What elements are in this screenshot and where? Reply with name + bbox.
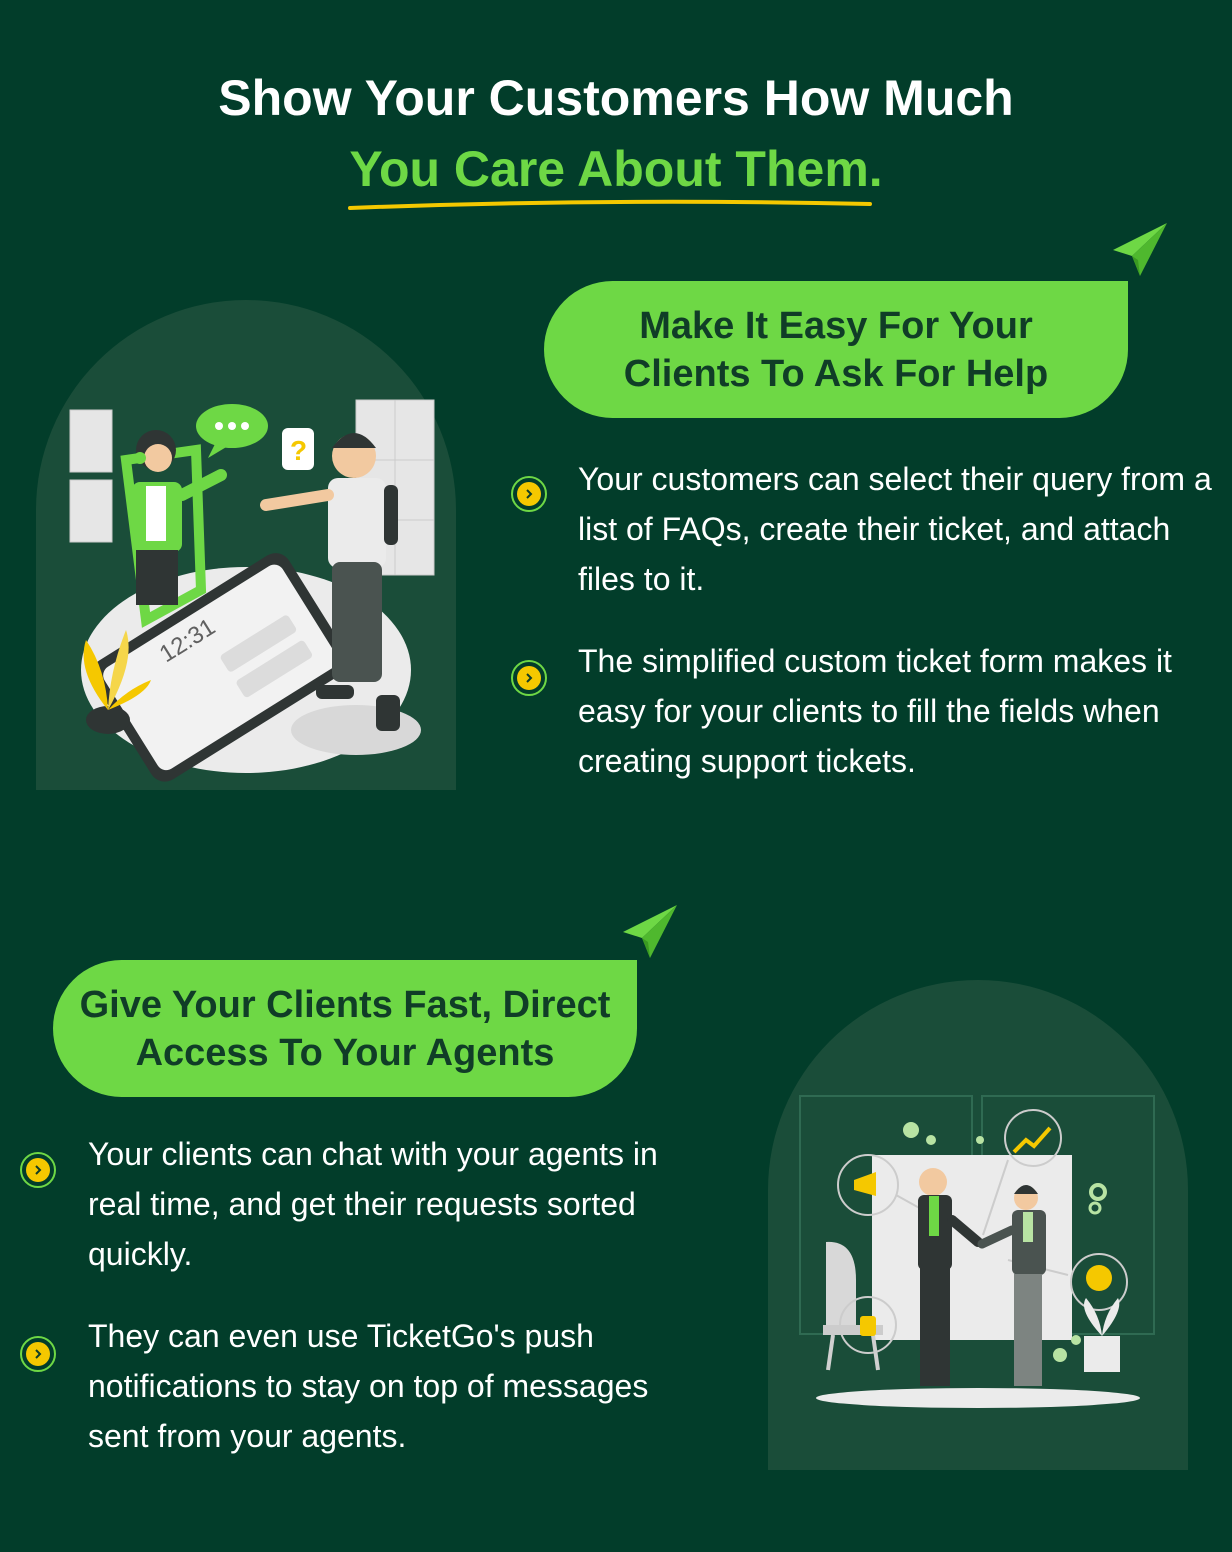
title-underline: [348, 199, 872, 210]
bullet-chevron-icon: [511, 476, 547, 512]
bullet-chevron-icon: [20, 1152, 56, 1188]
page-title-line1: Show Your Customers How Much: [218, 70, 1014, 126]
business-handshake-illustration: [768, 980, 1188, 1470]
section2-heading-pill: Give Your Clients Fast, Direct Access To…: [53, 960, 637, 1097]
section1-bullet1-text: Your customers can select their query fr…: [578, 461, 1212, 597]
page-title-line2: You Care About Them.: [349, 141, 883, 197]
section2-heading-line2: Access To Your Agents: [135, 1031, 555, 1074]
section2-heading-line1: Give Your Clients Fast, Direct: [79, 983, 611, 1026]
customer-support-illustration: 12:31 ?: [36, 300, 456, 790]
paper-plane-icon: [623, 905, 677, 958]
handshake-scene: [799, 1095, 1155, 1408]
section1-heading-line2: Clients To Ask For Help: [623, 352, 1049, 395]
support-scene: 12:31 ?: [69, 399, 435, 782]
section2-bullet1-text: Your clients can chat with your agents i…: [88, 1136, 658, 1272]
section1-heading-line1: Make It Easy For Your: [639, 304, 1033, 347]
paper-plane-icon: [1113, 223, 1167, 276]
section2-bullet2-text: They can even use TicketGo's push notifi…: [88, 1318, 649, 1454]
bullet-chevron-icon: [511, 660, 547, 696]
bullet-chevron-icon: [20, 1336, 56, 1372]
svg-text:?: ?: [290, 435, 307, 466]
section1-heading-pill: Make It Easy For Your Clients To Ask For…: [544, 281, 1128, 418]
section1-bullet2-text: The simplified custom ticket form makes …: [578, 643, 1172, 779]
